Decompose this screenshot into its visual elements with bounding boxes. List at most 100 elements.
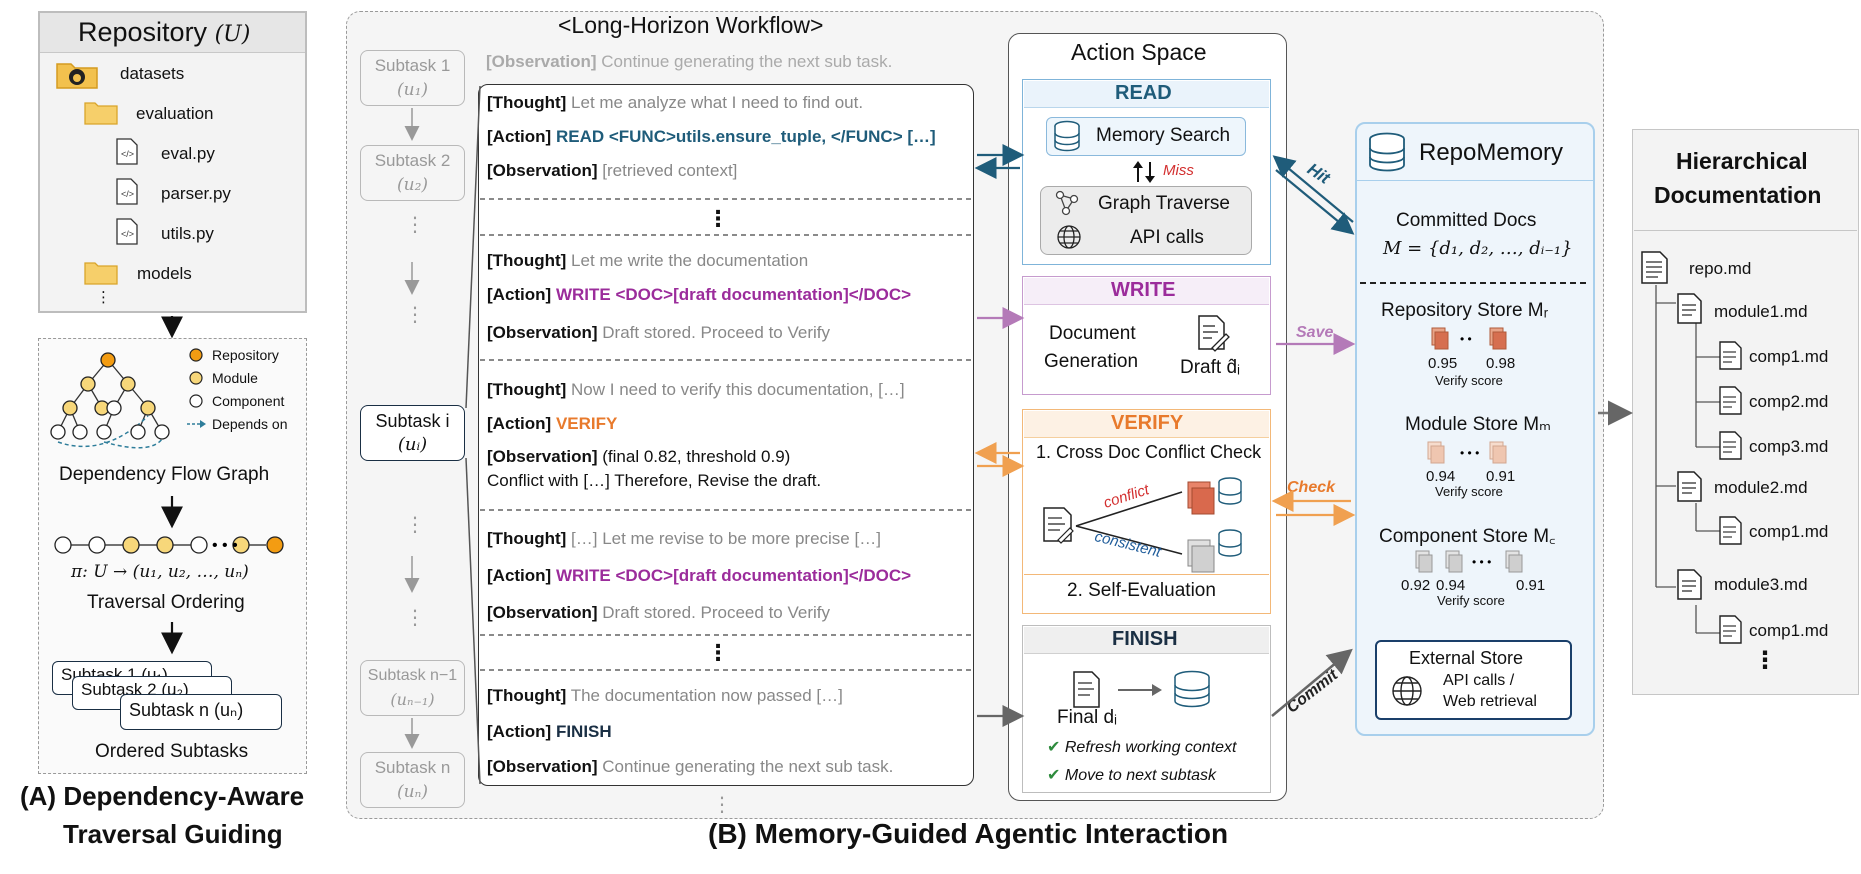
sidebar-dots-4: ⋮ (405, 607, 425, 629)
doc-generation-line1: Document (1049, 323, 1136, 344)
log-g5-action-tag: [Action] (487, 722, 552, 741)
hier-file-module1[interactable]: module1.md (1714, 302, 1808, 321)
sidebar-subtask-n-line1: Subtask n (374, 758, 451, 777)
python-file-icon: </> (116, 218, 138, 245)
log-g4-thought-text: […] Let me revise to be more precise […] (571, 529, 881, 548)
subtask-card-n[interactable]: Subtask n (uₙ) (120, 694, 282, 730)
check-icon: ✔ (1047, 739, 1061, 756)
sidebar-subtask-2[interactable]: Subtask 2(u₂) (360, 145, 465, 201)
module-store-title: Module Store Mₘ (1405, 414, 1551, 435)
sidebar-subtask-n-minus-1[interactable]: Subtask n−1 (uₙ₋₁) (360, 660, 465, 716)
top-observation-tag: [Observation] (486, 52, 597, 71)
repository-store-title: Repository Store Mᵣ (1381, 300, 1549, 321)
legend-component: Component (212, 393, 285, 409)
svg-text:</>: </> (121, 229, 134, 239)
hier-file-comp2[interactable]: comp2.md (1749, 392, 1829, 411)
component-store-docs: • • • (1415, 550, 1523, 573)
doc-icon (1641, 251, 1668, 284)
tree-item-parser-py[interactable]: parser.py (161, 184, 231, 203)
globe-icon (1057, 225, 1081, 249)
doc-icon (1719, 341, 1742, 370)
memory-divider (1360, 282, 1586, 284)
api-calls-label[interactable]: API calls (1130, 227, 1204, 248)
hier-file-module3[interactable]: module3.md (1714, 575, 1808, 594)
log-g5-observation: [Observation] Continue generating the ne… (487, 757, 893, 777)
python-file-icon: </> (116, 138, 138, 165)
sidebar-subtask-i-line1: Subtask i (375, 411, 450, 431)
hier-doc-panel (1632, 129, 1859, 695)
hier-file-comp1[interactable]: comp1.md (1749, 347, 1829, 366)
action-space-title: Action Space (1071, 39, 1207, 65)
hier-file-module2[interactable]: module2.md (1714, 478, 1808, 497)
verify-action-header (1024, 411, 1269, 438)
log-dots-2: ⋮ (707, 640, 729, 665)
panel-b-caption: (B) Memory-Guided Agentic Interaction (708, 818, 1229, 849)
tree-item-utils-py[interactable]: utils.py (161, 224, 214, 243)
log-g5-thought-text: The documentation now passed […] (570, 686, 843, 705)
cross-doc-check-label: 1. Cross Doc Conflict Check (1036, 442, 1262, 462)
sidebar-subtask-i[interactable]: Subtask i (uᵢ) (360, 405, 465, 461)
component-store-title: Component Store M꜀ (1379, 526, 1556, 547)
sidebar-dots-2: ⋮ (405, 304, 425, 326)
sidebar-dots-3: ⋮ (405, 514, 425, 536)
module-store-score-1: 0.94 (1426, 468, 1456, 485)
ordered-subtasks-label: Ordered Subtasks (95, 741, 249, 762)
conflict-check-diagram (1043, 477, 1242, 573)
log-g4-obs-text: Draft stored. Proceed to Verify (602, 603, 830, 622)
tree-more-dots: ⋮ (96, 289, 111, 306)
log-g5-thought: [Thought] The documentation now passed [… (487, 686, 843, 706)
refresh-context-text: Refresh working context (1064, 739, 1237, 756)
tree-item-datasets[interactable]: datasets (120, 64, 185, 83)
python-file-icon: </> (116, 178, 138, 205)
repository-panel (38, 11, 307, 313)
svg-text:• •: • • (1460, 332, 1472, 346)
log-g1-thought-text: Let me analyze what I need to find out. (571, 93, 864, 112)
log-g1-obs-tag: [Observation] (487, 161, 598, 180)
component-store-score-label: Verify score (1437, 593, 1505, 608)
tree-item-evaluation[interactable]: evaluation (136, 104, 214, 123)
external-store[interactable] (1375, 640, 1572, 720)
read-title: READ (1115, 82, 1172, 104)
log-g2-thought: [Thought] Let me write the documentation (487, 251, 808, 271)
svg-text:</>: </> (121, 189, 134, 199)
sidebar-subtask-n[interactable]: Subtask n(uₙ) (360, 752, 465, 808)
external-store-title: External Store (1409, 648, 1524, 668)
component-store-score-3: 0.91 (1516, 577, 1546, 594)
legend-component-marker (189, 394, 203, 408)
hier-file-module2-comp1[interactable]: comp1.md (1749, 522, 1829, 541)
log-g1-obs-text: [retrieved context] (602, 161, 738, 180)
doc-icon (1719, 615, 1742, 644)
hier-file-module3-comp1[interactable]: comp1.md (1749, 621, 1829, 640)
log-g1-action: [Action] READ <FUNC>utils.ensure_tuple, … (487, 127, 936, 147)
repomemory-database-icon (1369, 132, 1405, 172)
sidebar-subtask-2-line2: (u₂) (396, 175, 429, 195)
sidebar-subtask-i-line2: (uᵢ) (397, 434, 428, 455)
tree-item-eval-py[interactable]: eval.py (161, 144, 215, 163)
hier-more-dots: ⋮ (1753, 647, 1777, 674)
graph-traverse-label[interactable]: Graph Traverse (1098, 193, 1230, 214)
log-g5-action-text: FINISH (555, 722, 612, 741)
log-g1-action-tag: [Action] (487, 127, 552, 146)
hier-file-comp3[interactable]: comp3.md (1749, 437, 1829, 456)
hier-file-repo-md[interactable]: repo.md (1689, 259, 1752, 278)
log-g2-action-text: WRITE <DOC>[draft documentation]</DOC> (555, 285, 912, 304)
sidebar-subtask-n-minus-1-line1: Subtask n−1 (367, 667, 458, 684)
finish-title: FINISH (1112, 628, 1178, 650)
doc-icon (1677, 471, 1702, 502)
repository-title-symbol: (U) (214, 22, 251, 47)
log-g4-thought-tag: [Thought] (487, 529, 567, 548)
component-store-score-2: 0.94 (1436, 577, 1466, 594)
sidebar-subtask-1[interactable]: Subtask 1(u₁) (360, 50, 465, 106)
sidebar-subtask-n-minus-1-line2: (uₙ₋₁) (390, 690, 435, 709)
write-action-header (1024, 278, 1269, 305)
external-store-line2: Web retrieval (1443, 693, 1537, 710)
repository-title-bar (40, 13, 305, 53)
panel-a-caption-line1: (A) Dependency-Aware (20, 781, 305, 811)
refresh-context-item: ✔ Refresh working context (1047, 737, 1237, 757)
log-g3-observation-2: Conflict with […] Therefore, Revise the … (487, 471, 822, 490)
hier-doc-title-2: Documentation (1654, 182, 1822, 208)
sidebar-subtask-1-line1: Subtask 1 (374, 56, 451, 75)
tree-item-models[interactable]: models (137, 264, 192, 283)
log-g3-thought: [Thought] Now I need to verify this docu… (487, 380, 905, 400)
repository-store-score-2: 0.98 (1486, 355, 1516, 372)
